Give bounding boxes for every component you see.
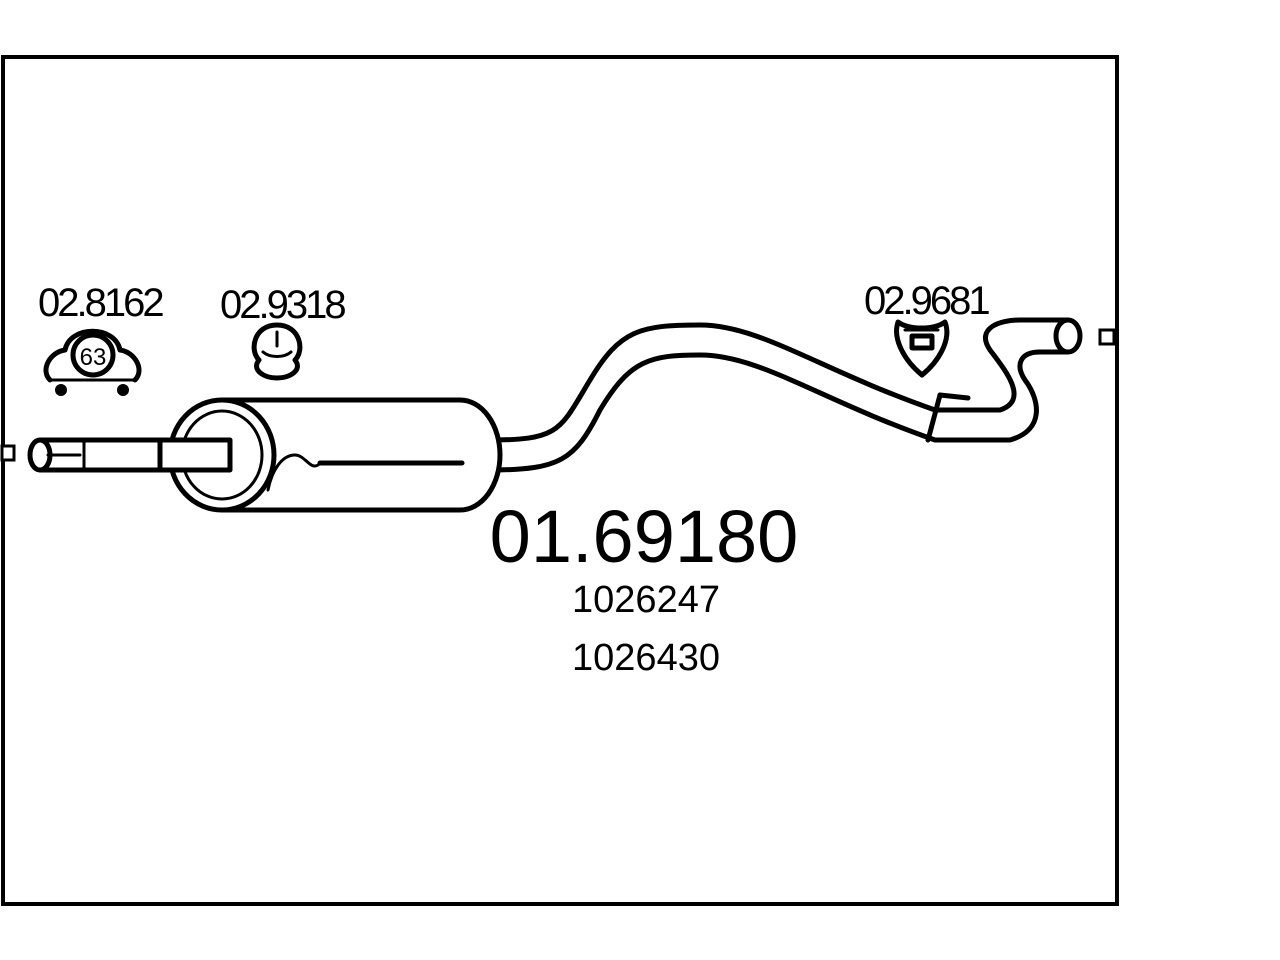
rubber-mount-left-callout: 02.9318: [220, 283, 348, 381]
muffler: [157, 397, 503, 513]
diagram-frame: [1, 55, 1119, 906]
rear-pipe: [487, 317, 1083, 473]
rubber-mount-right-part-number: 02.9681: [864, 279, 989, 323]
oem-number-2: 1026430: [572, 637, 720, 679]
rubber-mount-left-part-number: 02.9318: [220, 283, 345, 327]
outlet-connector-marker: [1098, 328, 1116, 346]
clamp-part-number: 02.8162: [38, 281, 163, 325]
clamp-callout: 02.8162 63: [38, 281, 166, 396]
rubber-mount-right-callout: 02.9681: [864, 279, 992, 378]
rubber-mount-left-icon: [251, 322, 303, 381]
main-part-number: 01.69180: [490, 495, 799, 578]
rubber-mount-right-icon: [894, 319, 950, 378]
clamp-badge: 63: [80, 344, 107, 371]
clamp-icon: 63: [43, 328, 142, 396]
inlet-connector-marker: [0, 444, 16, 462]
oem-number-1: 1026247: [572, 579, 720, 621]
